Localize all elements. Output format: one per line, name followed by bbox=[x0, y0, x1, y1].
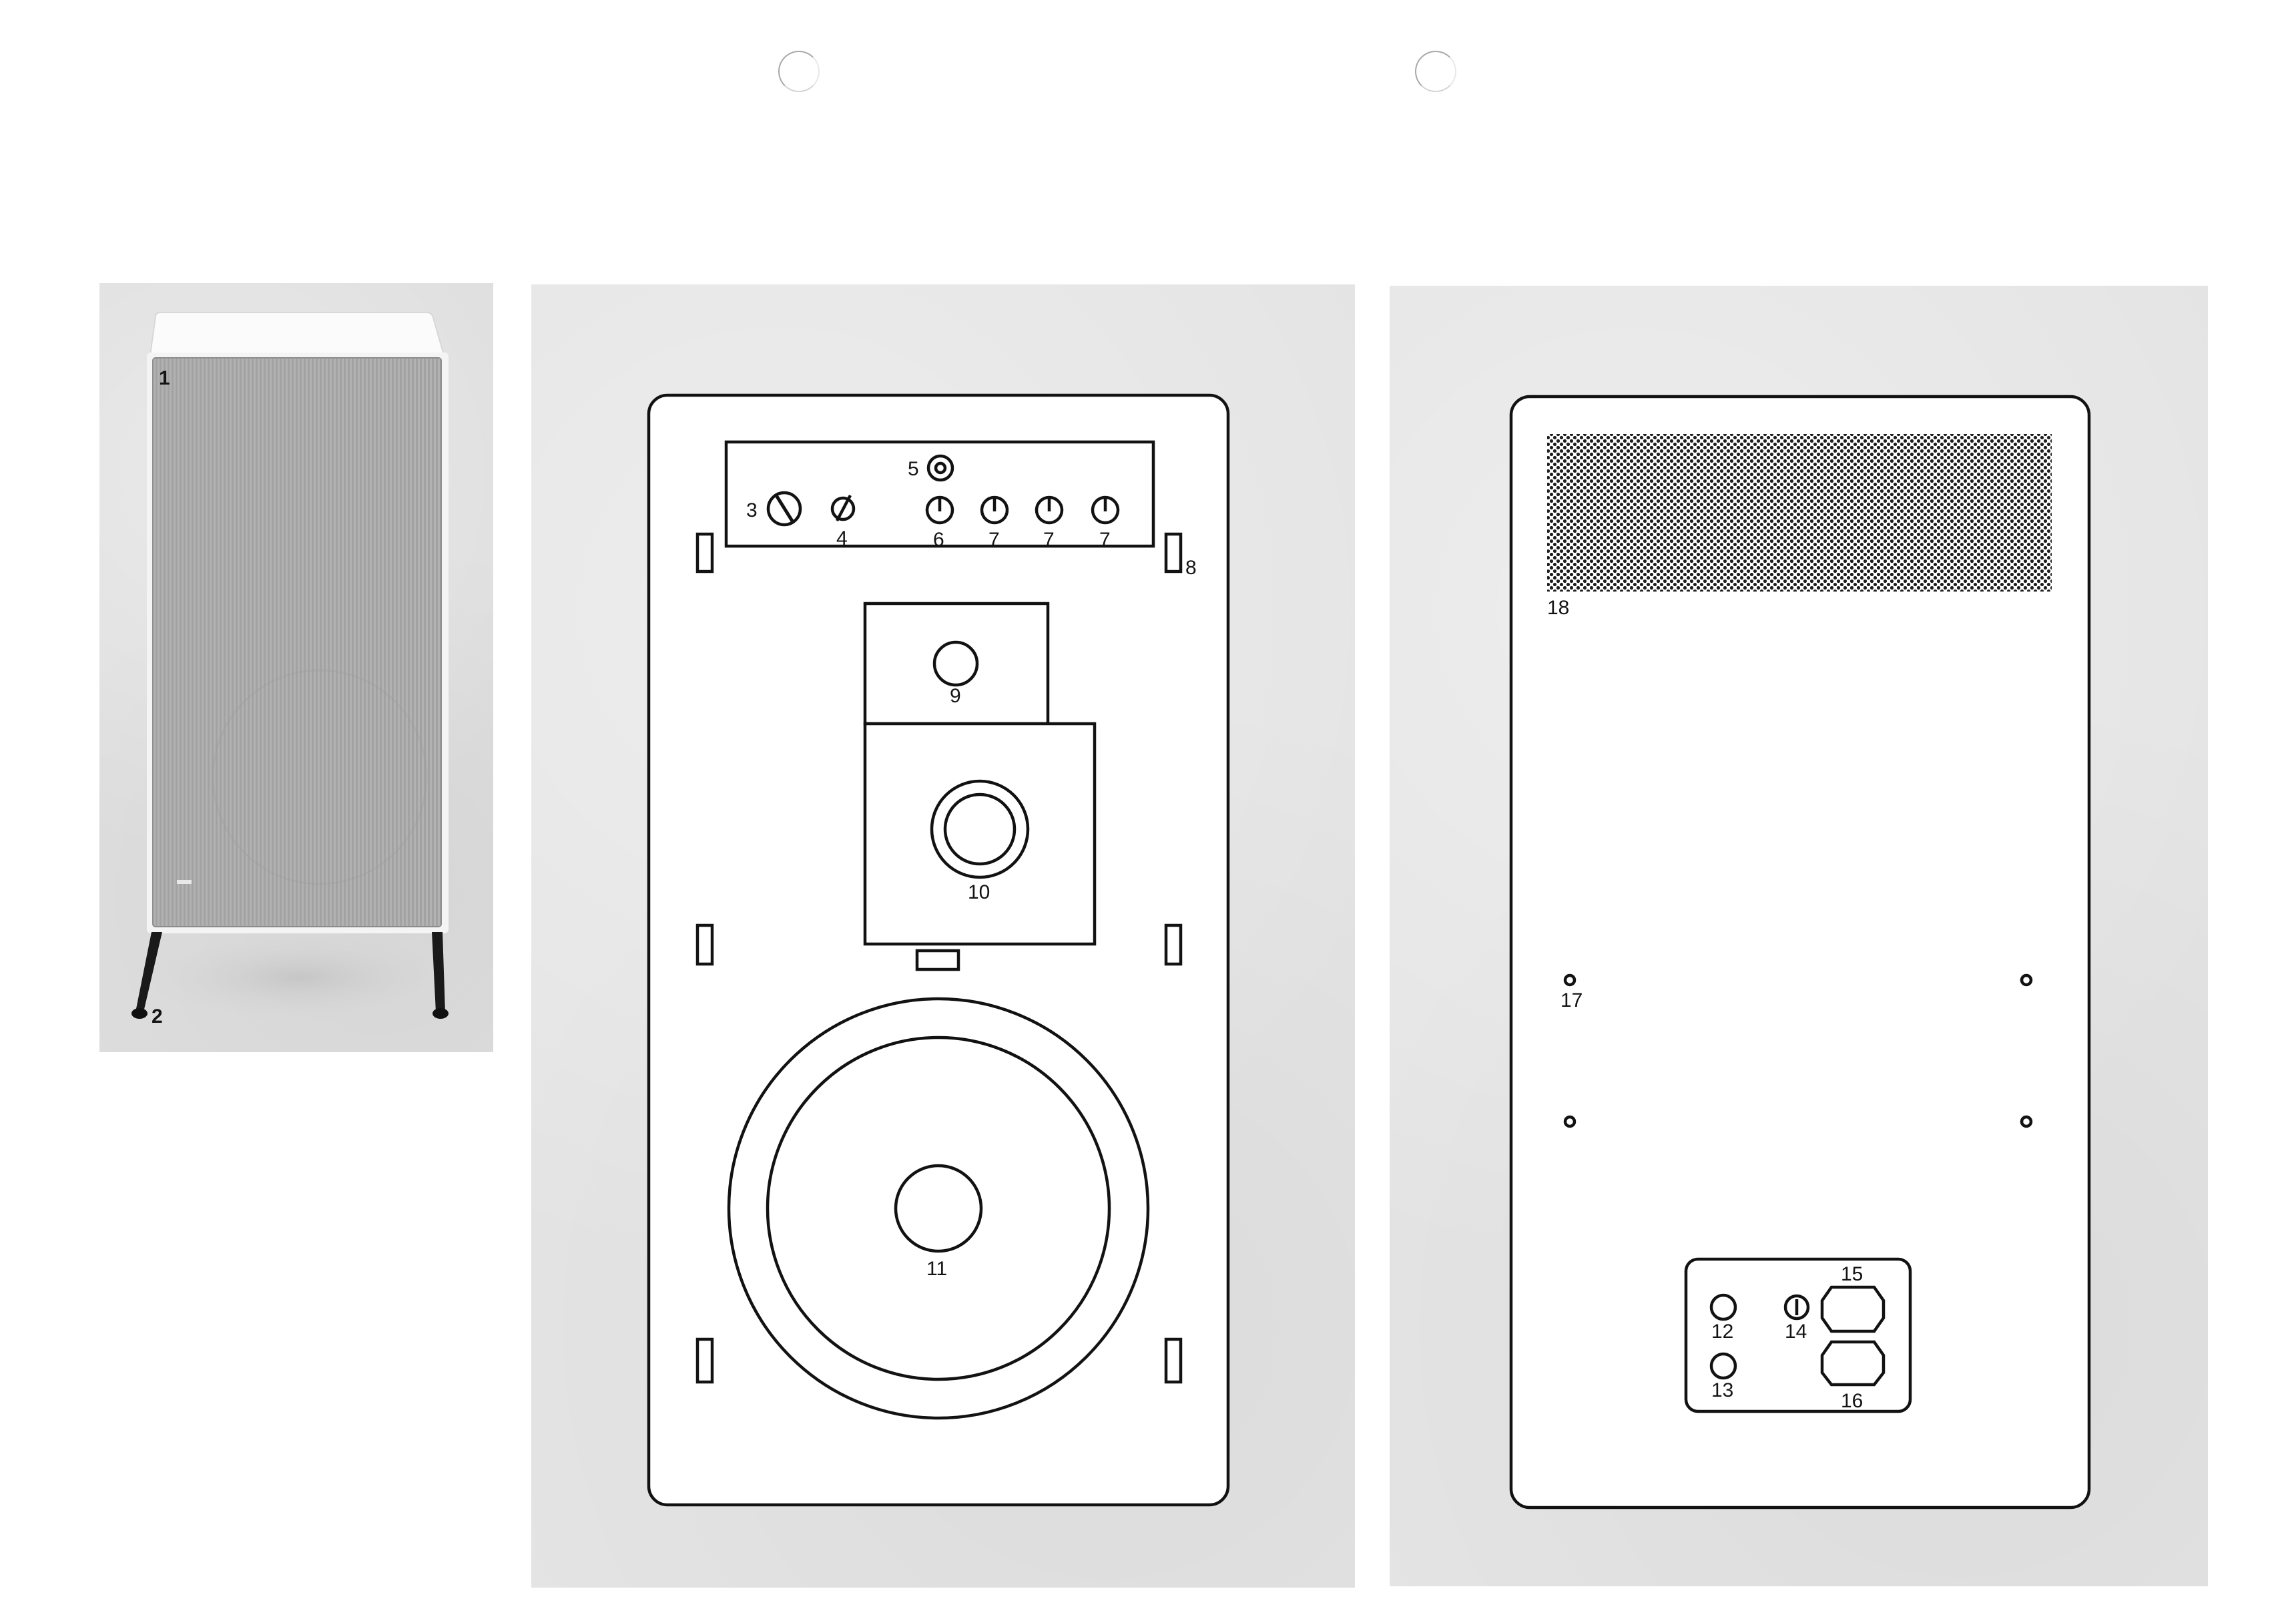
mount-slot bbox=[695, 532, 714, 573]
callout-6: 6 bbox=[933, 529, 944, 551]
callout-2: 2 bbox=[152, 1005, 163, 1027]
power-switch bbox=[1783, 1294, 1810, 1321]
callout-13: 13 bbox=[1711, 1379, 1733, 1401]
front-view-panel: 5 3 4 6 7 7 7 bbox=[531, 284, 1355, 1588]
woofer-surround-outer bbox=[727, 997, 1150, 1420]
callout-18: 18 bbox=[1547, 597, 1569, 619]
rear-view-panel: 18 17 12 13 14 15 16 bbox=[1390, 286, 2208, 1586]
mount-slot bbox=[1164, 923, 1183, 966]
midrange-housing bbox=[863, 722, 1097, 946]
rear-panel bbox=[1509, 395, 2091, 1510]
rear-view-drawing: 18 17 12 13 14 15 16 bbox=[1509, 395, 2091, 1510]
woofer-dustcap bbox=[894, 1164, 983, 1253]
mount-slot bbox=[695, 1337, 714, 1384]
connector-slot bbox=[915, 949, 960, 971]
tweeter-housing bbox=[863, 602, 1050, 726]
level-screw bbox=[766, 491, 802, 527]
callout-4: 4 bbox=[836, 527, 848, 549]
knob-7a bbox=[980, 495, 1009, 525]
callout-17: 17 bbox=[1560, 989, 1583, 1011]
ventilation-grille bbox=[1547, 434, 2052, 592]
knob-7b bbox=[1035, 495, 1064, 525]
mounting-hole bbox=[2020, 973, 2033, 987]
null-control bbox=[830, 494, 856, 522]
punch-hole-right bbox=[1415, 51, 1456, 92]
mount-slot bbox=[695, 923, 714, 966]
speaker-photo-panel: 1 2 bbox=[99, 283, 493, 1052]
mounting-hole bbox=[1563, 973, 1576, 987]
socket-15 bbox=[1820, 1285, 1886, 1333]
mount-slot bbox=[1164, 532, 1183, 573]
socket-16 bbox=[1820, 1340, 1886, 1387]
control-panel bbox=[724, 440, 1155, 548]
stand-leg-left bbox=[135, 932, 162, 1012]
callout-8: 8 bbox=[1185, 557, 1197, 579]
punch-hole-left bbox=[778, 51, 820, 92]
input-jack-12 bbox=[1709, 1293, 1737, 1321]
knob-6 bbox=[925, 495, 954, 525]
woofer-cone bbox=[766, 1035, 1111, 1381]
mounting-hole bbox=[1563, 1115, 1576, 1128]
callout-9: 9 bbox=[950, 685, 961, 707]
callout-3: 3 bbox=[746, 499, 758, 521]
callout-5: 5 bbox=[908, 458, 919, 480]
callout-16: 16 bbox=[1841, 1390, 1863, 1412]
speaker-photo: 1 2 bbox=[113, 312, 487, 1031]
brand-badge bbox=[177, 880, 192, 884]
callout-15: 15 bbox=[1841, 1263, 1863, 1285]
callout-14: 14 bbox=[1785, 1321, 1807, 1343]
mounting-hole bbox=[2020, 1115, 2033, 1128]
midrange-driver bbox=[943, 792, 1017, 866]
floor-shadow bbox=[113, 924, 487, 1031]
knob-7c bbox=[1091, 495, 1120, 525]
front-grille bbox=[153, 358, 441, 927]
callout-7a: 7 bbox=[988, 529, 1000, 551]
tweeter bbox=[932, 640, 979, 687]
mount-slot bbox=[1164, 1337, 1183, 1384]
callout-7c: 7 bbox=[1099, 529, 1111, 551]
input-jack-13 bbox=[1709, 1352, 1737, 1380]
callout-12: 12 bbox=[1711, 1321, 1733, 1343]
callout-11: 11 bbox=[926, 1258, 947, 1280]
callout-1: 1 bbox=[159, 367, 170, 389]
stand-leg-right bbox=[432, 932, 445, 1012]
midrange-outer-ring bbox=[930, 779, 1030, 879]
callout-7b: 7 bbox=[1043, 529, 1055, 551]
callout-10: 10 bbox=[968, 881, 990, 903]
connection-panel bbox=[1684, 1257, 1912, 1413]
cabinet-top bbox=[149, 312, 445, 356]
front-view-drawing: 5 3 4 6 7 7 7 bbox=[647, 393, 1230, 1507]
indicator-ring bbox=[926, 454, 954, 482]
